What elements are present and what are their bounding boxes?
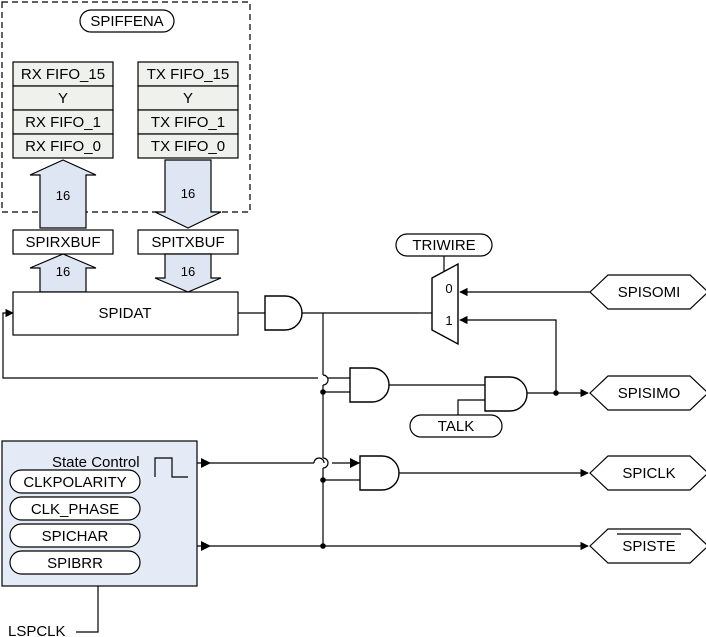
txbuf-to-spidat-arrow [154,253,222,293]
bus-width-label: 16 [181,186,195,201]
fifo-enclosure [1,1,251,213]
clock-gate-arrow [350,458,360,468]
clkpolarity-label: CLKPOLARITY [23,474,126,491]
tx-fifo-1-label: TX FIFO_1 [151,114,225,131]
spiffena-pill [79,9,175,33]
spirxbuf-label: SPIRXBUF [25,234,100,251]
clock-waveform-icon [154,457,188,478]
wire-crossover [313,457,325,464]
rx-fifo-1-label: RX FIFO_1 [25,114,101,131]
spiste-out-arrow [201,541,211,551]
wire-junction [320,389,326,395]
tx-fifo-15-label: TX FIFO_15 [147,66,230,83]
simo-feedback-wire [459,315,557,393]
spidat-to-rxbuf-arrow [29,253,97,293]
tx-fifo-y-label: Y [183,90,193,107]
spidat-label: SPIDAT [98,305,151,322]
tx-fifo-cell [137,61,239,87]
and-gate-receive [349,367,390,403]
rx-fifo-cell [12,61,114,87]
mux-input-0-label: 0 [445,281,452,296]
spiste-label: SPISTE [622,538,675,555]
clk-phase-pill [9,496,141,521]
wire-junction [553,390,559,396]
spisomi-pin [589,274,706,310]
spibrr-pill [9,550,141,575]
rx-fifo-y-label: Y [58,90,68,107]
triwire-label: TRIWIRE [412,237,475,254]
rx-fifo-cell [12,109,114,135]
state-control-label: State Control [52,454,140,471]
triwire-pill [395,233,493,257]
mux-input-1-label: 1 [445,313,452,328]
and-gate-talk [484,376,528,412]
spitxbuf-register [137,229,239,255]
wire-junction [320,543,326,549]
spibrr-label: SPIBRR [47,555,103,572]
rx-fifo-0-label: RX FIFO_0 [25,138,101,155]
spichar-label: SPICHAR [42,528,109,545]
talk-label: TALK [438,418,474,435]
clk-phase-label: CLK_PHASE [31,501,119,518]
tx-fifo-cell [137,109,239,135]
lspclk-label: LSPCLK [8,623,66,637]
rx-fifo-cell [12,133,114,159]
return-to-spidat-wire [2,308,318,379]
bus-width-label: 16 [181,264,195,279]
clock-out-arrow [201,458,211,468]
spisomi-label: SPISOMI [618,284,681,301]
bus-width-label: 16 [56,264,70,279]
wire-junction [320,477,326,483]
wire-crossover [322,374,329,386]
spiste-pin [589,528,706,564]
spirxbuf-register [12,229,114,255]
rxbuf-to-fifo-arrow [29,159,97,229]
spisimo-pin [589,375,706,411]
triwire-mux [431,262,459,346]
rx-fifo-15-label: RX FIFO_15 [21,66,105,83]
lspclk-wire [76,586,99,633]
bus-width-label: 16 [56,188,70,203]
wire-crossover [322,457,329,469]
and-gate-clock [359,455,400,491]
rx-fifo-stack: RX FIFO_15 Y RX FIFO_1 RX FIFO_0 [12,61,114,159]
tx-fifo-stack: TX FIFO_15 Y TX FIFO_1 TX FIFO_0 [137,61,239,159]
spidat-register [12,291,239,336]
clkpolarity-pill [9,469,141,494]
tx-fifo-0-label: TX FIFO_0 [151,138,225,155]
fifo-to-txbuf-arrow [154,159,222,229]
tx-fifo-cell [137,133,239,159]
spiclk-pin [589,455,706,491]
talk-wire [457,399,485,415]
and-gate-output [264,295,303,331]
spiclk-label: SPICLK [622,465,675,482]
spitxbuf-label: SPITXBUF [151,234,224,251]
spiffena-label: SPIFFENA [90,13,163,30]
talk-pill [409,414,503,438]
spichar-pill [9,523,141,548]
spisimo-label: SPISIMO [618,385,681,402]
